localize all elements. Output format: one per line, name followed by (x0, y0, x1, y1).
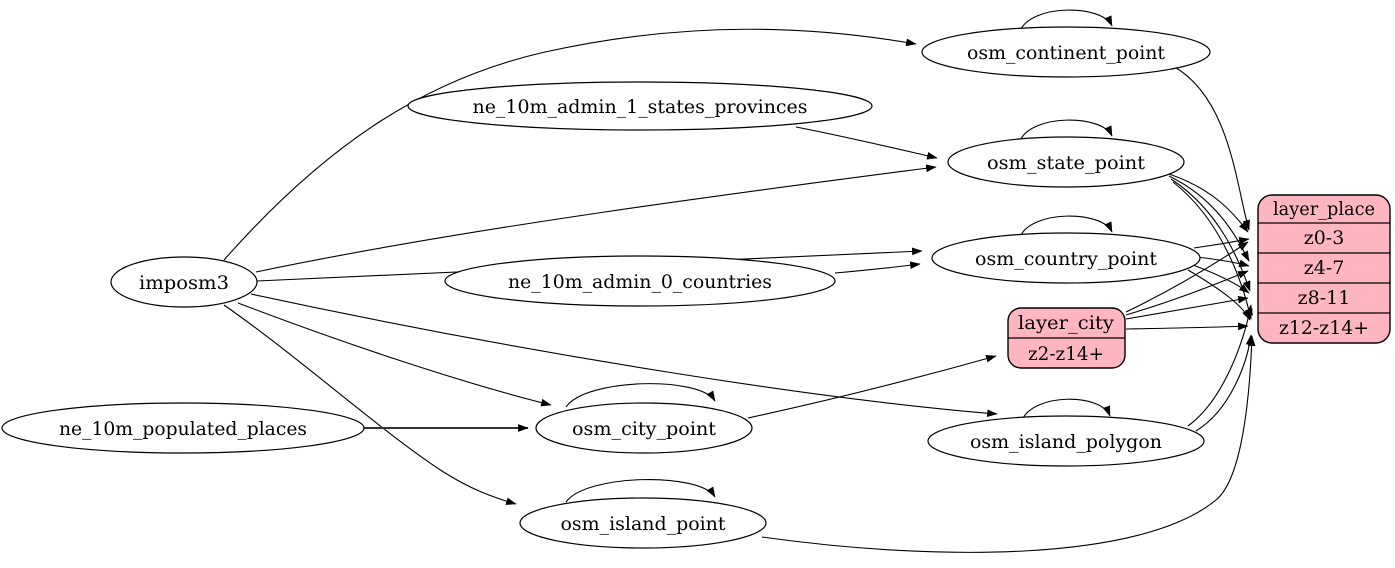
record-layer-place-row-z0-3: z0-3 (1304, 227, 1345, 249)
node-ne-10m-admin-1-states-provinces-shape (407, 81, 873, 131)
node-imposm3-shape (110, 256, 258, 308)
node-ne-10m-admin-1-states-provinces: ne_10m_admin_1_states_provinces (407, 81, 873, 131)
node-osm-island-point-shape (519, 497, 767, 549)
edge-osm-country-point-layer-place-z4-7 (1196, 256, 1250, 268)
self-loop-osm-island-polygon (1021, 398, 1111, 421)
node-osm-island-polygon: osm_island_polygon (927, 415, 1205, 467)
node-imposm3: imposm3 (110, 256, 258, 308)
node-osm-city-point-shape (535, 402, 753, 454)
node-ne-10m-populated-places-shape (1, 402, 365, 454)
node-imposm3-label: imposm3 (139, 272, 229, 294)
edge-imposm3-osm-island-polygon (250, 293, 998, 418)
edge-layer-city-layer-place-z12-z14 (1125, 322, 1249, 331)
edge-osm-island-point-layer-place-z12-z14 (761, 335, 1256, 553)
edge-imposm3-osm-city-point (237, 302, 552, 407)
record-layer-place-title: layer_place (1273, 198, 1375, 220)
record-layer-city-row-z2-z14: z2-z14+ (1028, 343, 1104, 365)
node-osm-continent-point-shape (921, 26, 1211, 78)
edge-layer-city-layer-place-z8-11 (1125, 295, 1249, 320)
edge-osm-state-point-layer-place-z8-11 (1170, 178, 1251, 292)
node-osm-country-point-shape (931, 232, 1201, 284)
self-loop-osm-continent-point (1019, 9, 1113, 32)
node-osm-continent-point-label: osm_continent_point (967, 42, 1165, 64)
self-loop-osm-country-point (1019, 215, 1113, 238)
edge-imposm3-osm-island-point (223, 304, 517, 505)
node-osm-island-polygon-label: osm_island_polygon (970, 431, 1162, 453)
edge-ne-10m-admin-1-states-provinces-osm-state-point (795, 126, 938, 160)
node-osm-island-point: osm_island_point (519, 497, 767, 549)
edge-osm-continent-point-layer-place-z0-3 (1172, 65, 1250, 231)
node-osm-city-point: osm_city_point (535, 402, 753, 454)
node-osm-state-point-shape (947, 136, 1185, 188)
edge-osm-island-polygon-layer-place-z8-11 (1187, 304, 1253, 427)
edge-osm-state-point-layer-place-z0-3 (1165, 172, 1249, 233)
edge-layer-city-layer-place-z4-7 (1125, 270, 1249, 316)
record-layer-place-row-z4-7: z4-7 (1304, 257, 1345, 279)
node-ne-10m-populated-places: ne_10m_populated_places (1, 402, 365, 454)
self-loop-osm-island-point (565, 479, 716, 503)
record-layer-place: layer_place z0-3 z4-7 z8-11 z12-z14+ (1257, 194, 1391, 344)
node-ne-10m-admin-0-countries-shape (444, 255, 836, 307)
edge-imposm3-osm-continent-point (223, 28, 917, 261)
record-layer-city-title: layer_city (1018, 312, 1114, 334)
node-ne-10m-admin-1-states-provinces-label: ne_10m_admin_1_states_provinces (473, 96, 808, 118)
node-ne-10m-populated-places-label: ne_10m_populated_places (59, 418, 307, 440)
node-osm-island-polygon-shape (927, 415, 1205, 467)
self-loop-osm-city-point (565, 383, 716, 408)
edge-osm-country-point-layer-place-z12-z14 (1187, 269, 1251, 321)
node-osm-state-point: osm_state_point (947, 136, 1185, 188)
node-ne-10m-admin-0-countries: ne_10m_admin_0_countries (444, 255, 836, 307)
edge-osm-city-point-layer-city-z2 (747, 354, 997, 419)
edge-layer-city-layer-place-z0-3 (1125, 241, 1249, 313)
edge-imposm3-osm-state-point (255, 164, 937, 273)
node-ne-10m-admin-0-countries-label: ne_10m_admin_0_countries (508, 271, 772, 293)
edge-osm-country-point-layer-place-z0-3 (1193, 236, 1250, 249)
node-osm-island-point-label: osm_island_point (561, 513, 726, 535)
record-layer-city: layer_city z2-z14+ (1007, 307, 1126, 369)
record-layer-place-shape (1257, 194, 1391, 344)
edge-osm-country-point-layer-place-z8-11 (1192, 264, 1250, 294)
node-osm-continent-point: osm_continent_point (921, 26, 1211, 78)
record-layer-place-row-z8-11: z8-11 (1298, 287, 1351, 309)
node-osm-country-point: osm_country_point (931, 232, 1201, 284)
node-osm-state-point-label: osm_state_point (987, 152, 1145, 174)
edge-osm-state-point-layer-place-z4-7 (1168, 175, 1250, 262)
edge-group (223, 9, 1256, 553)
edge-ne-10m-admin-0-countries-osm-country-point (834, 261, 921, 274)
node-osm-city-point-label: osm_city_point (572, 418, 716, 440)
self-loop-osm-state-point (1019, 119, 1113, 142)
record-layer-place-row-z12-z14: z12-z14+ (1279, 317, 1369, 339)
node-osm-country-point-label: osm_country_point (975, 248, 1157, 270)
